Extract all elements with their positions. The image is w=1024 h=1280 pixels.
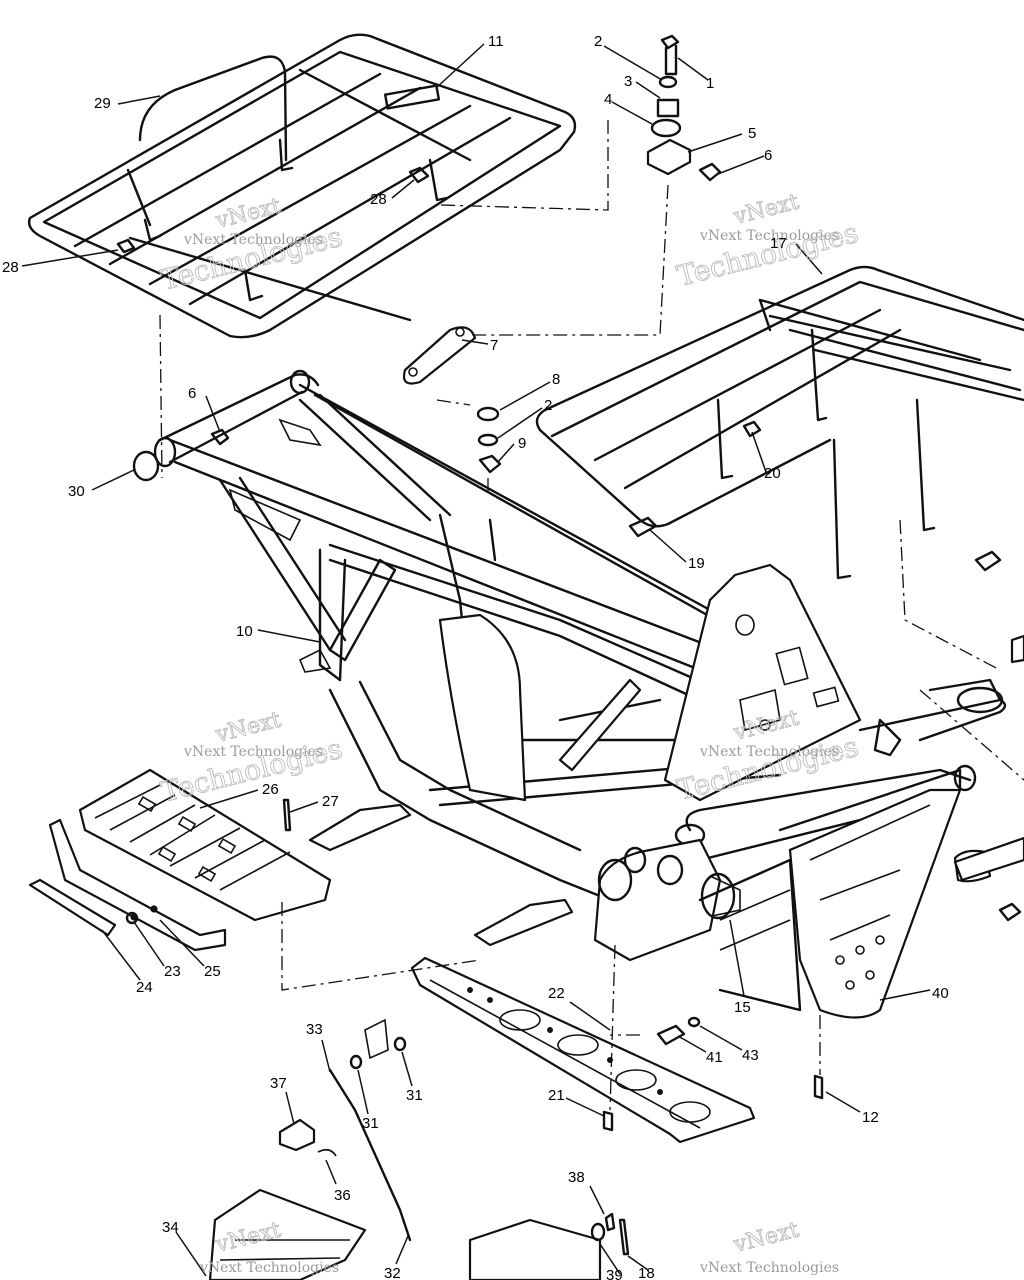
- watermark-brand: vNext: [730, 190, 801, 230]
- callout-12: 12: [862, 1109, 879, 1126]
- watermark-company: vNext Technologies: [199, 1260, 339, 1276]
- callout-4: 4: [604, 91, 612, 108]
- callout-38: 38: [568, 1169, 585, 1186]
- callout-37: 37: [270, 1075, 287, 1092]
- callout-19: 19: [688, 555, 705, 572]
- watermark-brand: vNext: [730, 1218, 801, 1258]
- main-frame: [153, 369, 1007, 962]
- callout-21: 21: [548, 1087, 565, 1104]
- callout-2: 2: [544, 397, 552, 414]
- callout-7: 7: [490, 337, 498, 354]
- callout-22: 22: [548, 985, 565, 1002]
- callout-6: 6: [188, 385, 196, 402]
- assembly-lines: [159, 120, 1024, 1111]
- callout-2: 2: [594, 33, 602, 50]
- callout-15: 15: [734, 999, 751, 1016]
- callout-43: 43: [742, 1047, 759, 1064]
- callout-26: 26: [262, 781, 279, 798]
- callout-10: 10: [236, 623, 253, 640]
- rear-rack: [535, 265, 1024, 580]
- leader-lines: [21, 43, 931, 1277]
- watermark-company: vNext Technologies: [699, 228, 839, 244]
- callout-24: 24: [136, 979, 153, 996]
- front-footrest-assembly: [28, 768, 332, 952]
- watermark-company: vNext Technologies: [699, 1260, 839, 1276]
- callout-29: 29: [94, 95, 111, 112]
- callout-28: 28: [2, 259, 19, 276]
- callout-8: 8: [552, 371, 560, 388]
- callout-31: 31: [406, 1087, 423, 1104]
- callout-36: 36: [334, 1187, 351, 1204]
- callout-34: 34: [162, 1219, 179, 1236]
- callouts: 1 2 3 4 5 6 11 29 28 28 17 7 8 2 9 6 30 …: [2, 33, 949, 1280]
- callout-23: 23: [164, 963, 181, 980]
- callout-11: 11: [488, 33, 504, 50]
- hardware: [116, 34, 1024, 1280]
- callout-33: 33: [306, 1021, 323, 1038]
- callout-25: 25: [204, 963, 221, 980]
- callout-27: 27: [322, 793, 339, 810]
- callout-28: 28: [370, 191, 387, 208]
- watermark-company: vNext Technologies: [699, 744, 839, 760]
- callout-9: 9: [518, 435, 526, 452]
- front-rack: [27, 33, 577, 339]
- callout-32: 32: [384, 1265, 401, 1280]
- callout-17: 17: [770, 235, 787, 252]
- callout-40: 40: [932, 985, 949, 1002]
- center-skid-plate: [410, 956, 756, 1144]
- callout-6: 6: [764, 147, 772, 164]
- callout-41: 41: [706, 1049, 723, 1066]
- callout-20: 20: [764, 465, 781, 482]
- watermark-company: vNext Technologies: [183, 744, 323, 760]
- callout-1: 1: [706, 75, 714, 92]
- callout-39: 39: [606, 1267, 623, 1280]
- callout-31: 31: [362, 1115, 379, 1132]
- callout-30: 30: [68, 483, 85, 500]
- watermark-brand: vNext: [212, 708, 283, 748]
- callout-18: 18: [638, 1265, 655, 1280]
- watermark-company: vNext Technologies: [183, 232, 323, 248]
- callout-5: 5: [748, 125, 756, 142]
- callout-3: 3: [624, 73, 632, 90]
